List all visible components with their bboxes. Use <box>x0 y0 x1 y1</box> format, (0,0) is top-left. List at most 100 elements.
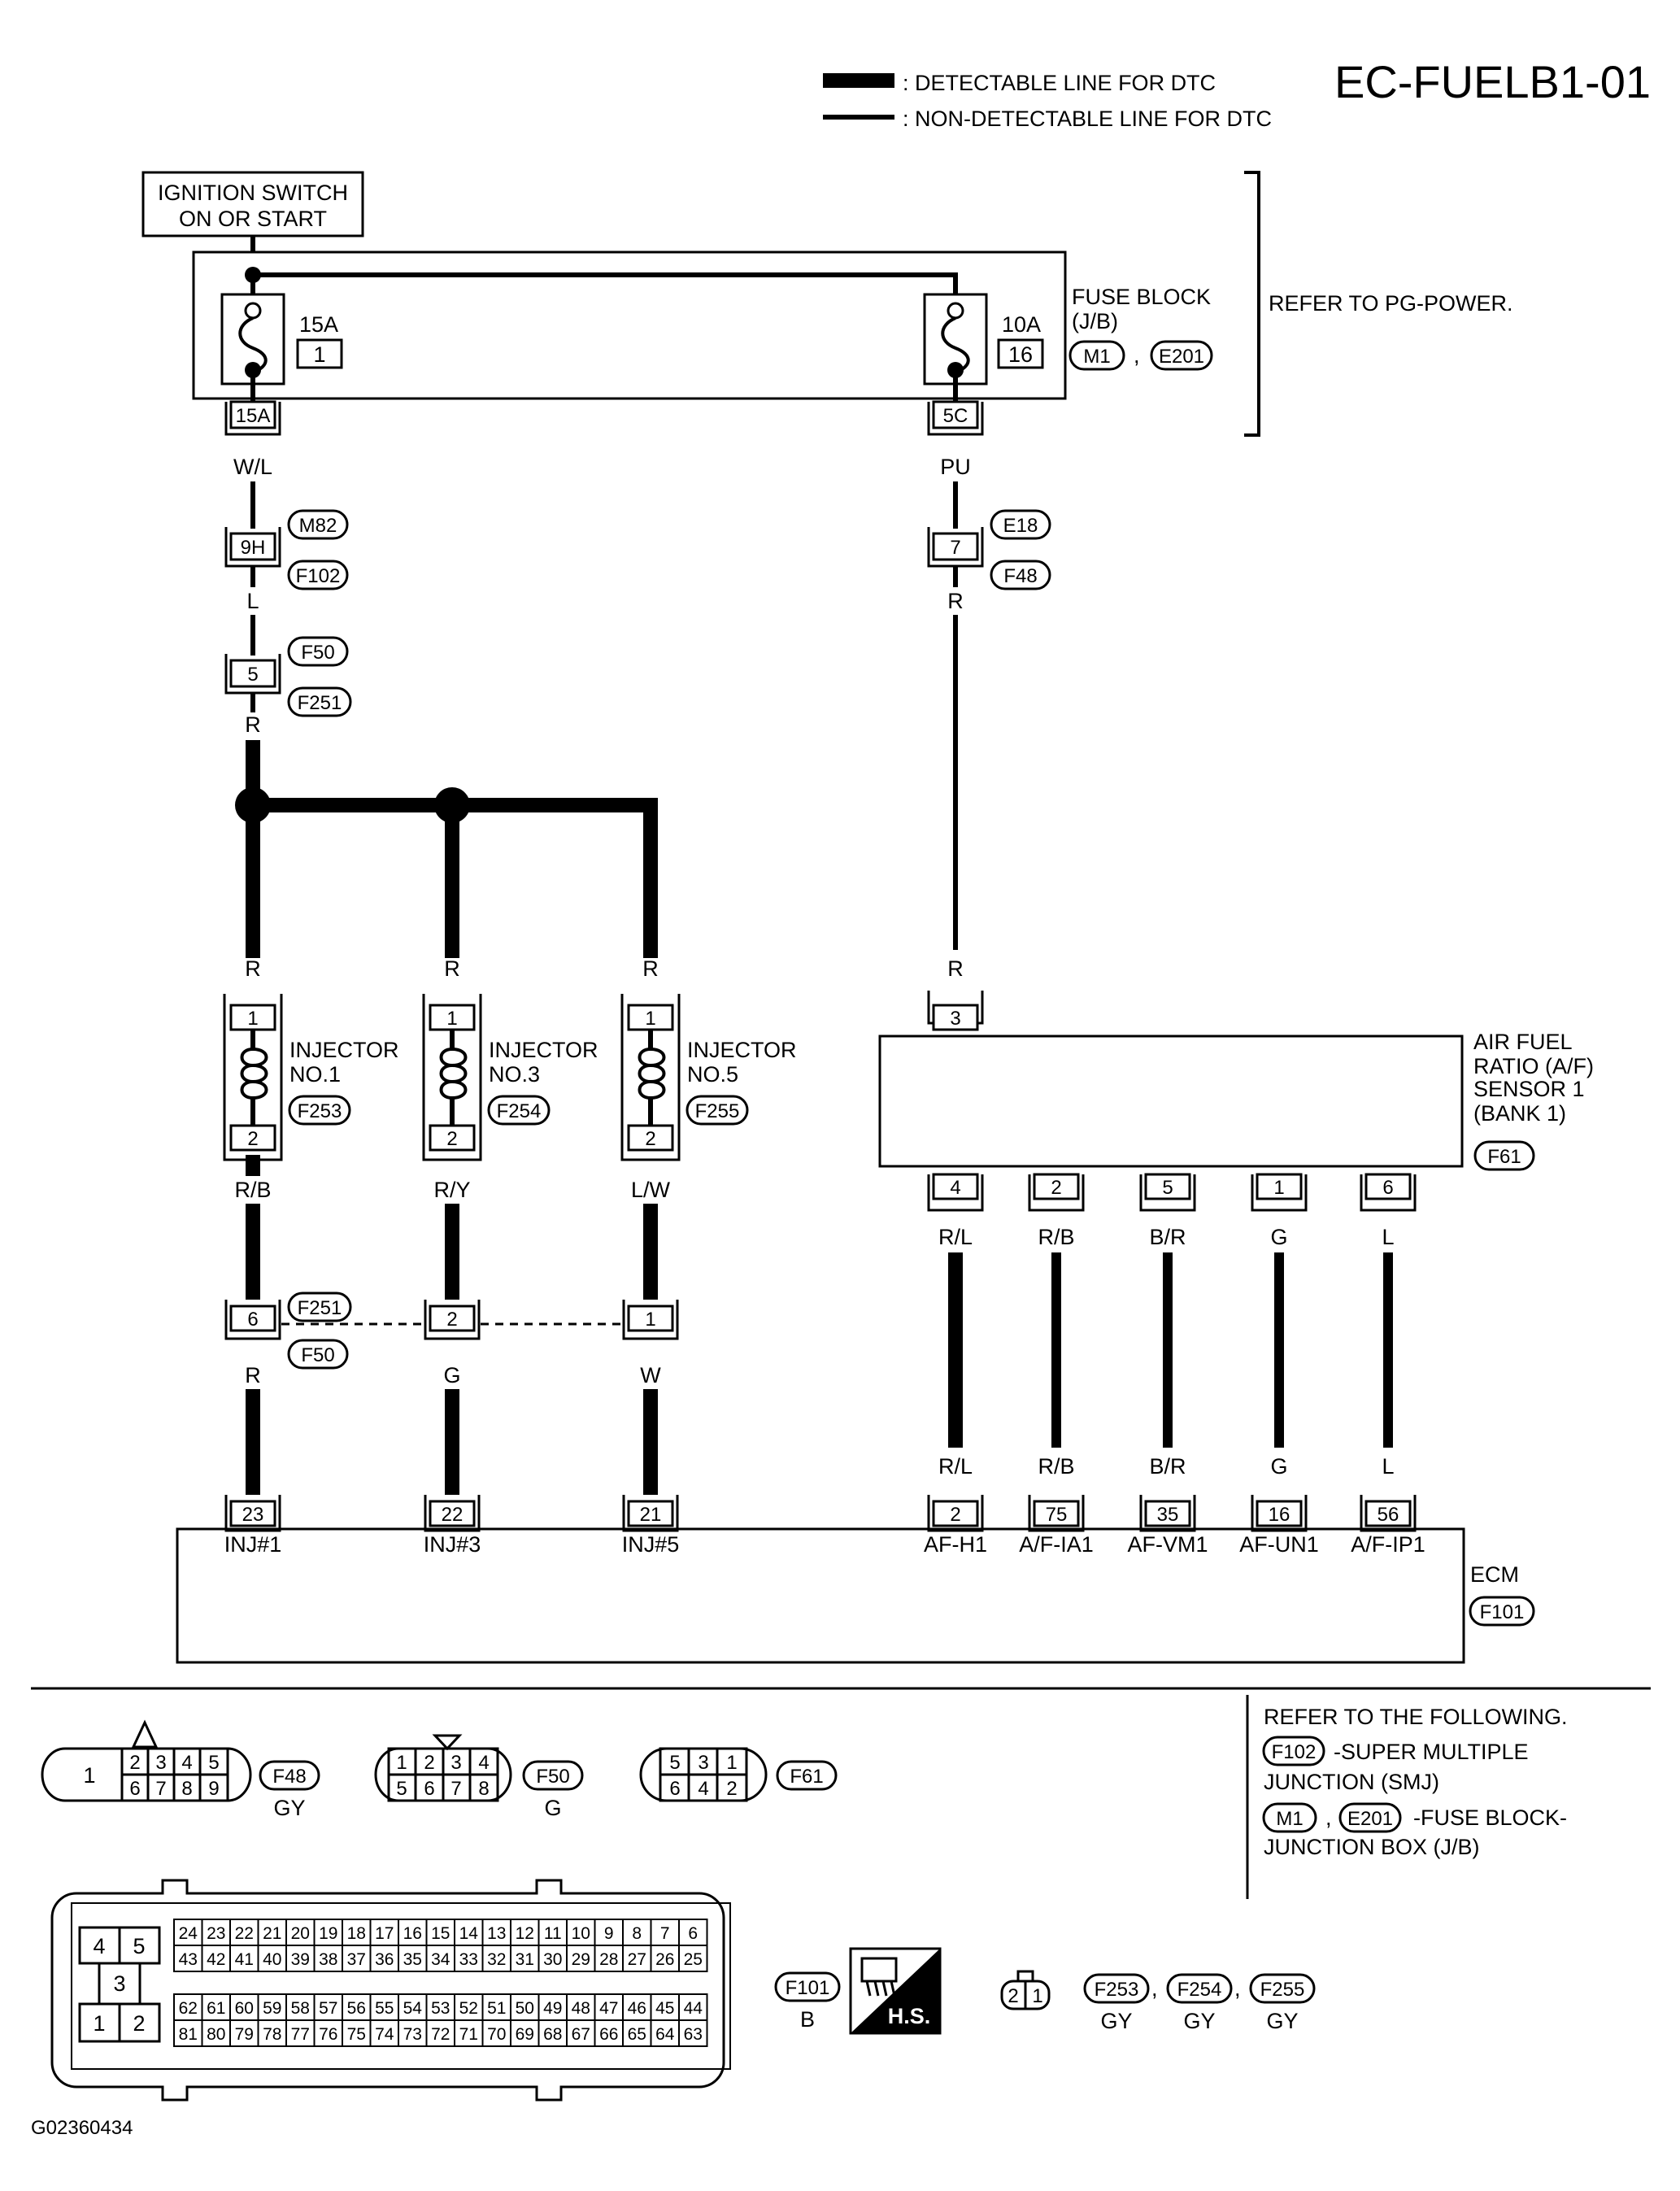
svg-text:A/F-IA1: A/F-IA1 <box>1019 1532 1094 1557</box>
svg-text:F101: F101 <box>786 1977 830 1999</box>
svg-text:R/L: R/L <box>938 1454 973 1479</box>
wire-r-label: R <box>245 712 261 737</box>
ecm-pin-cell <box>425 1919 455 1946</box>
ecm-pin-cell <box>678 1993 708 2021</box>
wire-r-af: R <box>947 956 964 981</box>
af-power-pin: 3 <box>950 1008 960 1030</box>
ecm-pin-number: 22 <box>235 1924 254 1943</box>
ecm-pin-cell <box>257 1945 287 1972</box>
svg-text:F102: F102 <box>1272 1741 1317 1763</box>
svg-text:INJECTOR: INJECTOR <box>687 1038 797 1062</box>
svg-text:,: , <box>1234 1976 1241 2001</box>
svg-text:INJ#3: INJ#3 <box>424 1532 481 1557</box>
ecm-pin-number: 73 <box>403 2025 422 2044</box>
ecm-pin-number: 9 <box>604 1924 614 1943</box>
svg-text:1: 1 <box>396 1752 407 1774</box>
af-sensor-label-4: (BANK 1) <box>1473 1101 1566 1126</box>
ecm-pin-cell <box>369 1945 399 1972</box>
svg-text:INJ#5: INJ#5 <box>622 1532 680 1557</box>
ecm-pin-number: 30 <box>543 1950 562 1969</box>
svg-text:REFER TO THE FOLLOWING.: REFER TO THE FOLLOWING. <box>1264 1705 1568 1729</box>
ecm-pin-number: 66 <box>599 2025 618 2044</box>
ecm-pin-number: 31 <box>516 1950 534 1969</box>
af-sensor-label-1: AIR FUEL <box>1473 1030 1573 1054</box>
svg-text:NO.3: NO.3 <box>489 1062 540 1087</box>
svg-text:1: 1 <box>247 1008 258 1030</box>
ecm-pin-number: 28 <box>599 1950 618 1969</box>
ecm-pin-cell <box>678 2019 708 2047</box>
svg-text:H.S.: H.S. <box>888 2004 931 2028</box>
ecm-pin-number: 38 <box>319 1950 337 1969</box>
svg-text:F50: F50 <box>536 1766 569 1788</box>
svg-text:R: R <box>642 956 659 981</box>
ecm-pin-number: 11 <box>544 1924 562 1943</box>
svg-text:5: 5 <box>396 1778 407 1800</box>
svg-text:7: 7 <box>450 1778 461 1800</box>
coil-icon <box>240 1048 254 1100</box>
fuse-block-jb: (J/B) <box>1072 309 1118 333</box>
ecm-pin-cell <box>201 1945 231 1972</box>
svg-text:1: 1 <box>446 1008 457 1030</box>
ignition-line1: IGNITION SWITCH <box>158 181 348 205</box>
ecm-box <box>176 1527 1465 1664</box>
conn-f48: F48 <box>1003 565 1037 587</box>
fuse2-terminal: 5C <box>943 405 968 427</box>
svg-text:2: 2 <box>1051 1177 1061 1199</box>
ecm-pin-cell <box>678 1919 708 1946</box>
ecm-pin-number: 74 <box>375 2025 394 2044</box>
detectable-line-swatch <box>823 73 894 88</box>
ecm-pin-number: 44 <box>684 1999 703 2018</box>
page-code: EC-FUELB1-01 <box>1334 56 1651 107</box>
connector-f48-view: 1 2 3 4 5 6 7 8 9 F48 GY <box>41 1719 320 1820</box>
svg-text:G: G <box>1270 1225 1287 1249</box>
ecm-pin-number: 8 <box>632 1924 642 1943</box>
svg-text:B: B <box>800 2007 815 2032</box>
ecm-pin-cell <box>285 1945 316 1972</box>
figure-code: G02360434 <box>31 2117 133 2139</box>
ecm-pin-cell <box>201 1993 231 2021</box>
svg-text:JUNCTION (SMJ): JUNCTION (SMJ) <box>1264 1770 1439 1794</box>
svg-text:4: 4 <box>181 1752 192 1774</box>
ecm-pin-number: 60 <box>235 1999 254 2018</box>
svg-text:8: 8 <box>181 1778 192 1800</box>
svg-text:E201: E201 <box>1347 1808 1393 1830</box>
ignition-line2: ON OR START <box>179 207 327 231</box>
ecm-pin-number: 42 <box>207 1950 225 1969</box>
svg-text:1: 1 <box>93 2011 105 2036</box>
ecm-pin-cell <box>342 1919 372 1946</box>
conn-e18: E18 <box>1003 515 1038 537</box>
ecm-pin-cell <box>678 1945 708 1972</box>
svg-text:L/W: L/W <box>631 1178 671 1202</box>
svg-text:F255: F255 <box>695 1100 740 1122</box>
svg-text:GY: GY <box>273 1796 305 1820</box>
ecm-pin-number: 37 <box>347 1950 366 1969</box>
svg-text:AF-H1: AF-H1 <box>924 1532 987 1557</box>
svg-text:5: 5 <box>1162 1177 1173 1199</box>
ecm-pin-number: 33 <box>459 1950 478 1969</box>
ecm-pin-number: 52 <box>459 1999 478 2018</box>
connector-f61-view: 5 3 1 6 4 2 F61 <box>639 1747 838 1802</box>
ecm-pin-cell <box>566 2019 596 2047</box>
ecm-pin-number: 53 <box>431 1999 450 2018</box>
svg-text:R: R <box>444 956 460 981</box>
svg-text:3: 3 <box>698 1752 708 1774</box>
svg-text:6: 6 <box>669 1778 680 1800</box>
ecm-pin-cell <box>369 1919 399 1946</box>
ecm-pin-cell <box>342 2019 372 2047</box>
svg-text:,: , <box>1134 343 1140 368</box>
ecm-pin-number: 13 <box>487 1924 506 1943</box>
ecm-pin-cell <box>566 1993 596 2021</box>
ecm-pin-cell <box>622 2019 652 2047</box>
svg-text:2: 2 <box>247 1128 258 1150</box>
ecm-pin-number: 64 <box>655 2025 675 2044</box>
ecm-pin-number: 34 <box>431 1950 450 1969</box>
harness-side-icon: H.S. <box>849 1947 942 2035</box>
ecm-pin-cell <box>257 2019 287 2047</box>
svg-text:R/B: R/B <box>1038 1454 1074 1479</box>
ecm-pin-number: 29 <box>572 1950 590 1969</box>
svg-text:1: 1 <box>1273 1177 1284 1199</box>
wire-l-label: L <box>246 589 259 613</box>
svg-text:GY: GY <box>1183 2009 1215 2033</box>
svg-text:AF-UN1: AF-UN1 <box>1239 1532 1319 1557</box>
ecm-pin-number: 65 <box>628 2025 646 2044</box>
